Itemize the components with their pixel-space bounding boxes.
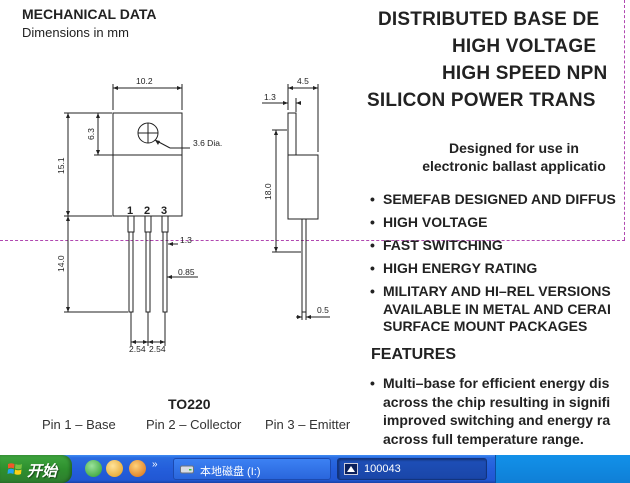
taskbar-window-local-disk[interactable]: 本地磁盘 (I:) (173, 458, 331, 480)
features-list: Multi–base for efficient energy dis acro… (370, 374, 610, 448)
start-button[interactable]: 开始 (0, 455, 72, 483)
lead-3-upper (161, 215, 169, 233)
features-heading: FEATURES (371, 346, 457, 363)
feature-line: improved switching and energy ra (383, 412, 611, 428)
pin-number-2: 2 (144, 205, 150, 217)
pin-3-label: Pin 3 – Emitter (265, 417, 351, 432)
feature-line: across full temperature range. (383, 430, 584, 447)
headline-line-2: HIGH VOLTAGE (452, 36, 597, 57)
dimensions-subtitle: Dimensions in mm (22, 25, 129, 40)
taskbar-window-active[interactable]: 100043 (337, 458, 487, 480)
dim-side-depth: 4.5 (297, 76, 309, 86)
feature-line: across the chip resulting in signifi (383, 393, 611, 410)
bullet-item: SEMEFAB DESIGNED AND DIFFUS (370, 191, 616, 209)
taskbar-window-label: 本地磁盘 (I:) (200, 466, 261, 478)
quicklaunch-media-icon[interactable] (106, 460, 123, 477)
lead-3-lower (162, 231, 168, 313)
bullet-item: HIGH ENERGY RATING (370, 260, 616, 278)
chevron-right-icon[interactable]: » (152, 459, 158, 470)
headline-line-4: SILICON POWER TRANS (367, 90, 596, 111)
bullet-item: HIGH VOLTAGE (370, 214, 616, 232)
lead-2-lower (145, 231, 151, 313)
dim-body-height: 15.1 (56, 157, 66, 174)
designed-line-1: Designed for use in (449, 140, 579, 156)
package-name: TO220 (168, 396, 211, 412)
pin-1-label: Pin 1 – Base (42, 417, 116, 432)
spec-bullet-list: SEMEFAB DESIGNED AND DIFFUS HIGH VOLTAGE… (370, 191, 616, 336)
windows-flag-icon (7, 463, 22, 475)
feature-line: Multi–base for efficient energy dis (370, 374, 610, 393)
app-icon (344, 463, 358, 475)
bullet-item: MILITARY AND HI–REL VERSIONS (370, 283, 616, 301)
to220-mechanical-drawing: 10.2 6.3 3.6 Dia. 15.1 14.0 1.3 0.85 2.5… (56, 76, 330, 354)
headline-line-1: DISTRIBUTED BASE DE (378, 9, 600, 30)
lead-2-upper (144, 215, 152, 233)
dim-lead-thickness: 0.85 (178, 267, 195, 277)
bullet-item: FAST SWITCHING (370, 237, 616, 255)
dim-lead-length: 14.0 (56, 255, 66, 272)
quicklaunch-player-icon[interactable] (129, 460, 146, 477)
lead-side (301, 218, 307, 313)
document-viewer: MECHANICAL DATA Dimensions in mm DISTRIB… (0, 0, 630, 455)
tab-side (287, 112, 297, 156)
dim-pitch-left: 2.54 (129, 344, 146, 354)
package-body-side (287, 154, 319, 220)
page-border-bottom (0, 240, 625, 241)
lead-1-upper (127, 215, 135, 233)
start-label: 开始 (27, 463, 58, 480)
bullet-continuation: AVAILABLE IN METAL AND CERAI (383, 300, 611, 317)
designed-line-2: electronic ballast applicatio (422, 158, 606, 174)
dim-tab-thickness: 1.3 (264, 92, 276, 102)
designed-for-text: Designed for use in electronic ballast a… (369, 139, 630, 175)
bullet-continuation: SURFACE MOUNT PACKAGES (383, 318, 588, 334)
dim-side-lead: 0.5 (317, 305, 329, 315)
lead-1-lower (128, 231, 134, 313)
pin-2-label: Pin 2 – Collector (146, 417, 242, 432)
pin-number-1: 1 (127, 205, 133, 217)
dim-lead-width: 1.3 (180, 235, 192, 245)
dim-width: 10.2 (136, 76, 153, 86)
dim-side-height: 18.0 (263, 183, 273, 200)
taskbar: 开始 » 本地磁盘 (I:) 100043 (0, 455, 630, 483)
dim-pitch-right: 2.54 (149, 344, 166, 354)
pin-number-3: 3 (161, 205, 167, 217)
dim-hole-dia: 3.6 Dia. (193, 138, 222, 148)
dim-hole-offset: 6.3 (86, 128, 96, 140)
mechanical-data-title: MECHANICAL DATA (22, 6, 157, 22)
drive-icon (180, 465, 194, 474)
quicklaunch-refresh-icon[interactable] (85, 460, 102, 477)
headline-line-3: HIGH SPEED NPN (442, 63, 608, 84)
system-tray (495, 455, 630, 483)
page-border-right (624, 0, 625, 240)
taskbar-window-label: 100043 (364, 463, 401, 475)
